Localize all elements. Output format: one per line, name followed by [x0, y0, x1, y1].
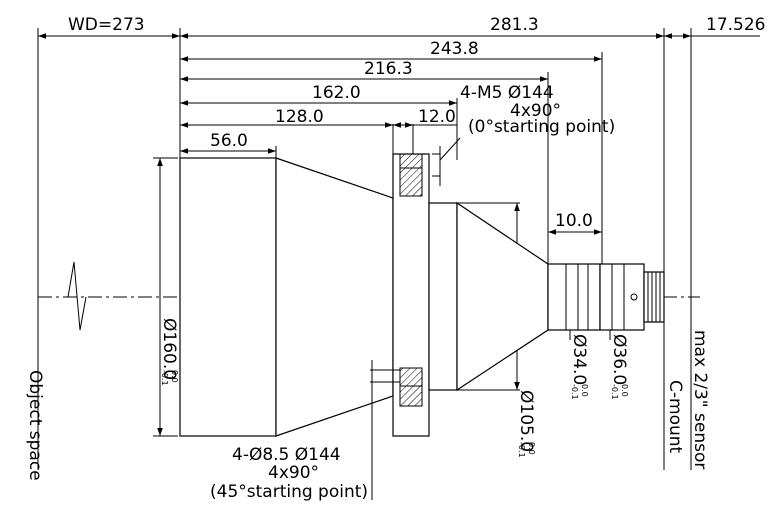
dia-160-label: Ø160.0 0.0 -0.1 [159, 318, 179, 386]
dim-243-label: 243.8 [430, 39, 479, 59]
svg-text:Ø105.0: Ø105.0 [516, 390, 536, 452]
svg-text:-0.1: -0.1 [160, 370, 169, 386]
dim-56-label: 56.0 [210, 131, 248, 151]
svg-text:0.0: 0.0 [580, 384, 589, 397]
svg-text:-0.1: -0.1 [570, 384, 579, 400]
svg-text:Ø34.0: Ø34.0 [569, 334, 589, 385]
hole-note-line2: 4x90° [268, 463, 319, 483]
dim-10-label: 10.0 [555, 211, 593, 231]
m5-note-line1: 4-M5 Ø144 [460, 83, 554, 103]
extension-lines [37, 28, 692, 470]
svg-text:0.0: 0.0 [170, 370, 179, 383]
dim-128-label: 128.0 [275, 107, 324, 127]
svg-text:-0.1: -0.1 [610, 384, 619, 400]
svg-text:-0.1: -0.1 [517, 442, 526, 458]
total-length-label: 281.3 [490, 15, 539, 35]
dim-12-label: 12.0 [418, 107, 456, 127]
leader-lines [370, 137, 461, 500]
c-mount-label: C-mount [665, 380, 685, 454]
m5-note-line2: 4x90° [510, 101, 561, 121]
sensor-gap-label: 17.526 [706, 15, 765, 35]
hole-note-line1: 4-Ø8.5 Ø144 [232, 445, 341, 465]
svg-text:Ø160.0: Ø160.0 [159, 318, 179, 380]
hole-note-line3: (45°starting point) [210, 482, 368, 502]
svg-text:0.0: 0.0 [527, 442, 536, 455]
wd-label: WD=273 [68, 15, 145, 35]
dim-162-label: 162.0 [312, 83, 361, 103]
lens-body [179, 153, 665, 437]
svg-text:Ø36.0: Ø36.0 [609, 334, 629, 385]
sensor-label: max 2/3" sensor [690, 330, 710, 469]
svg-text:0.0: 0.0 [620, 384, 629, 397]
object-space-label: Object space [25, 370, 45, 481]
dim-216-label: 216.3 [364, 59, 413, 79]
dia-105-label: Ø105.0 0.0 -0.1 [516, 390, 536, 458]
axis-break-symbol [67, 261, 87, 331]
dia-36-label: Ø36.0 0.0 -0.1 [609, 334, 629, 400]
dimension-lines [38, 33, 760, 235]
m5-note-line3: (0°starting point) [468, 117, 615, 137]
dia-34-label: Ø34.0 0.0 -0.1 [569, 334, 589, 400]
